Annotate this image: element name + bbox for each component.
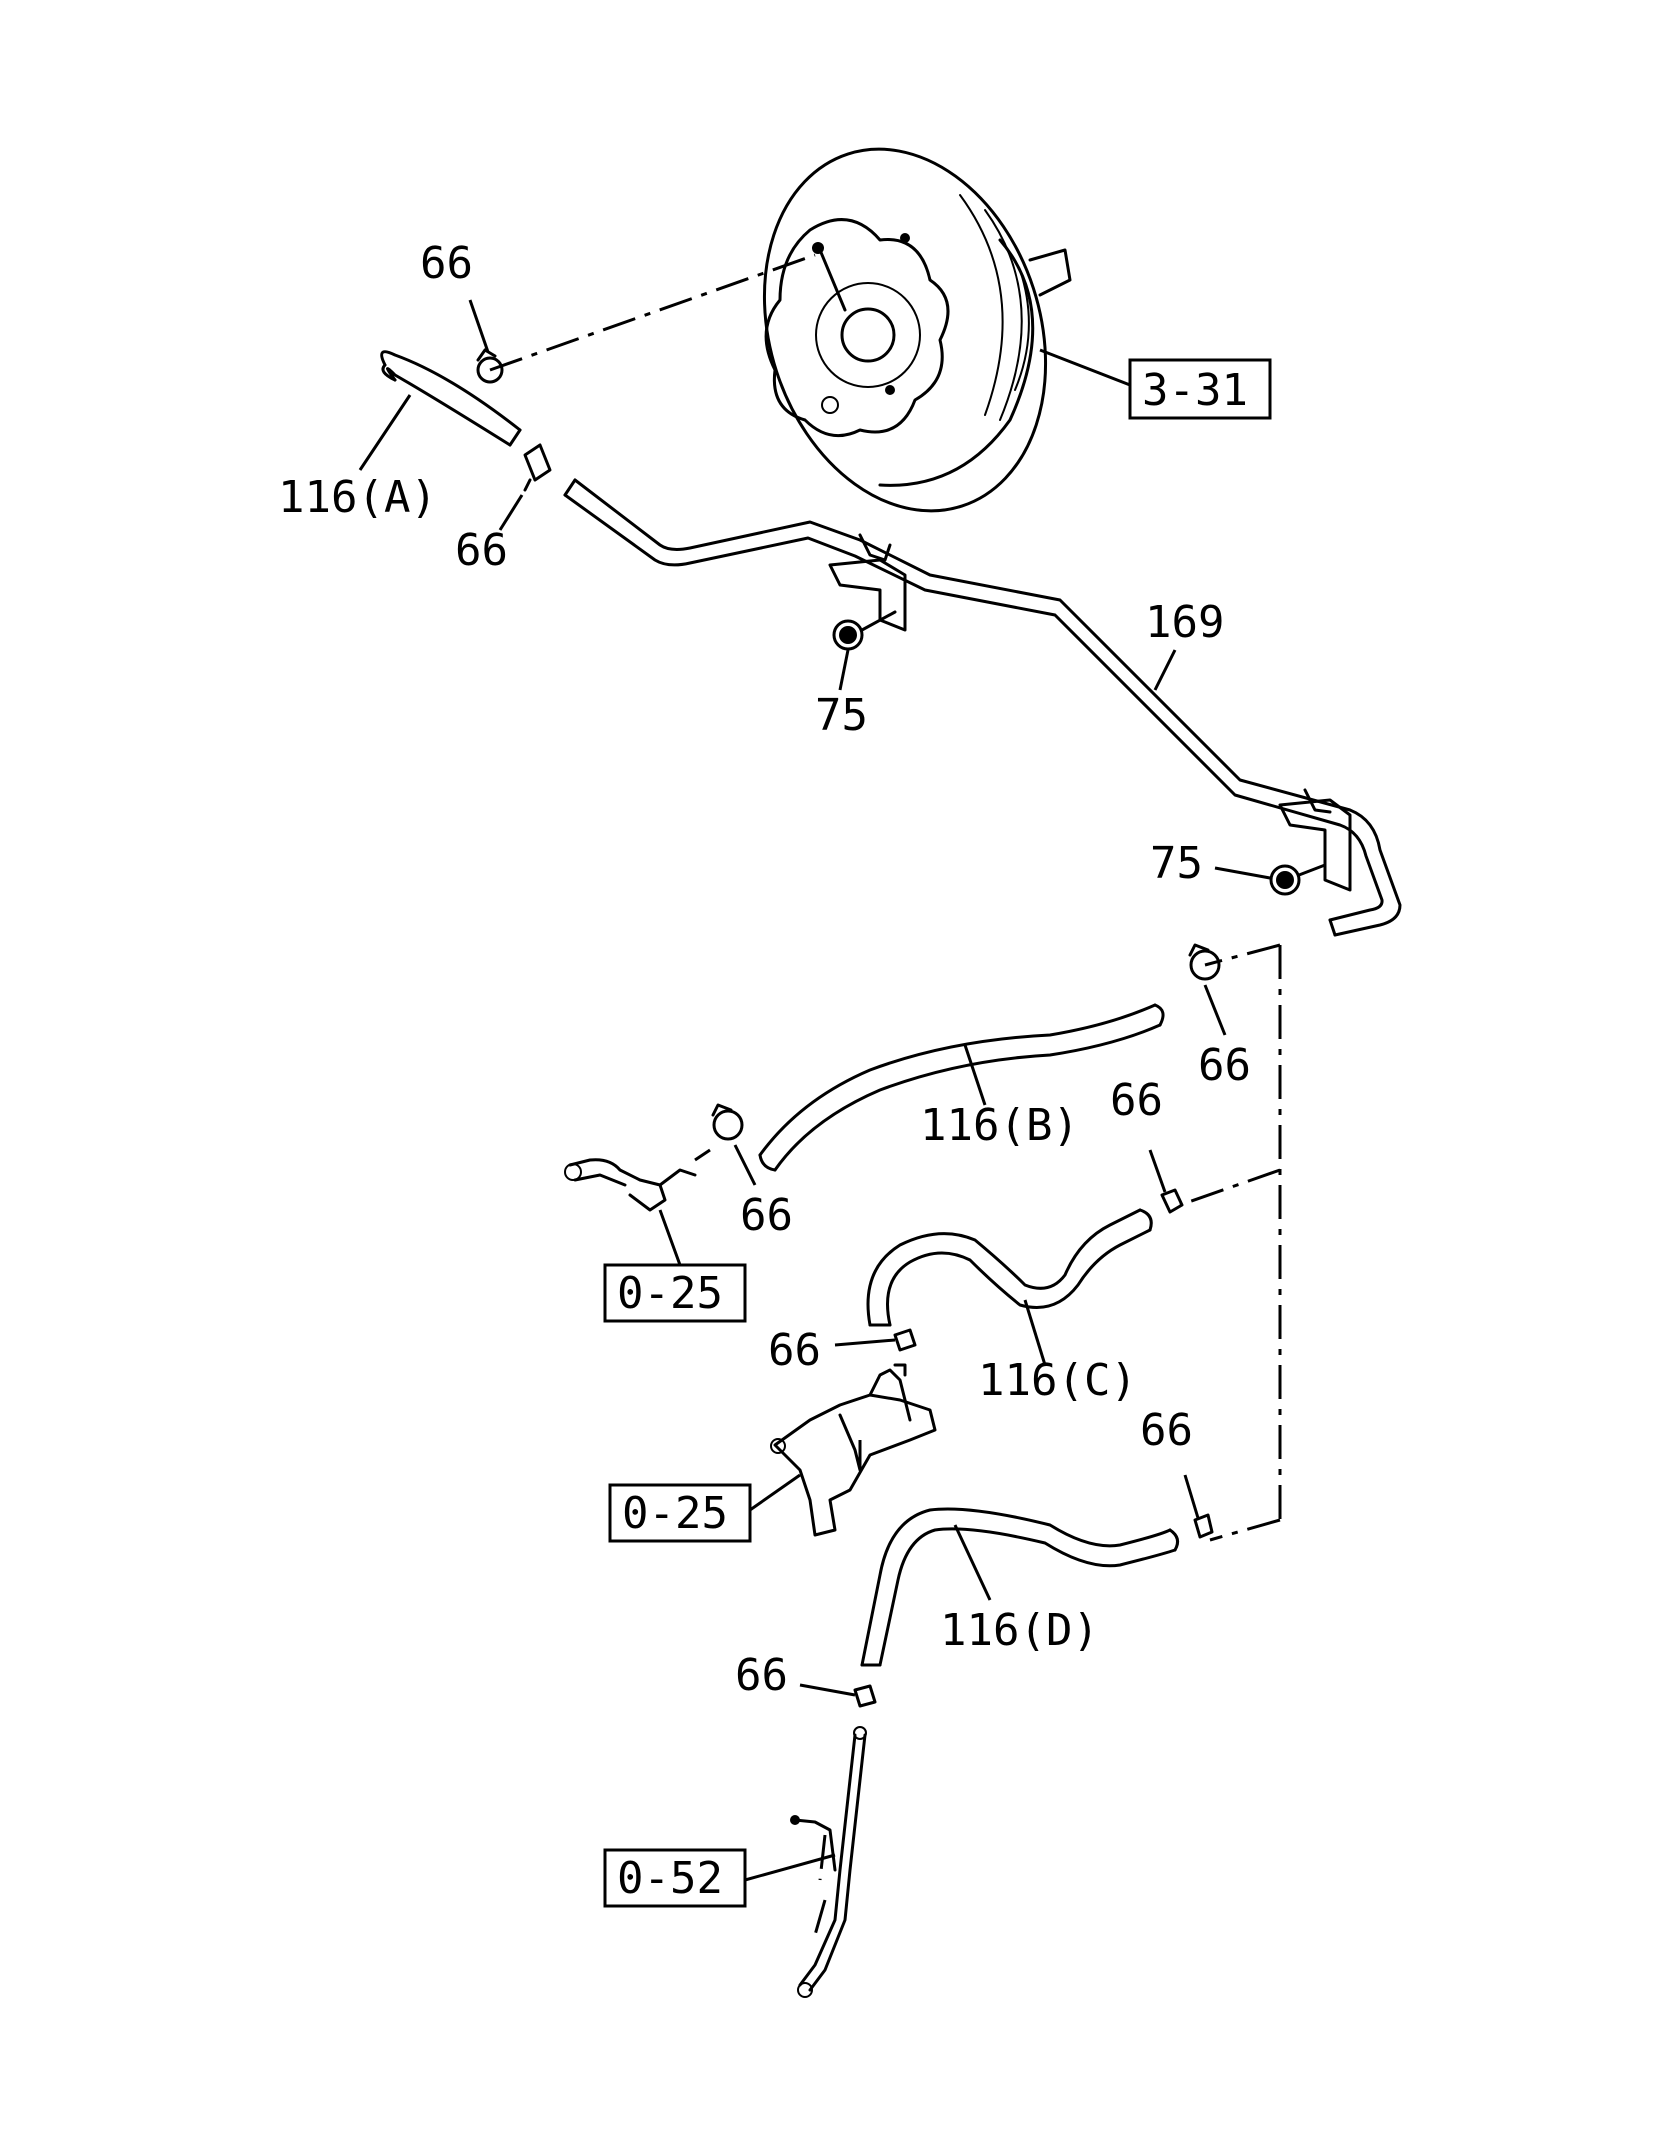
label-ref-0-25-top: 0-25 <box>617 1268 723 1319</box>
leader-169 <box>1153 649 1177 691</box>
label-66-d-left: 66 <box>735 1650 788 1701</box>
leader-116b <box>963 1044 987 1106</box>
ref-box-0-52 <box>603 1848 747 1908</box>
hose-116c <box>866 1208 1153 1327</box>
leader-3-31 <box>1039 348 1131 387</box>
label-66-d-right: 66 <box>1140 1405 1193 1456</box>
part-0-25-top <box>564 1148 711 1212</box>
leader-0-52 <box>744 1853 836 1882</box>
leader-66-top <box>468 299 490 353</box>
leader-66-b-left <box>733 1144 757 1186</box>
clip-66-d-left <box>853 1684 877 1708</box>
pipe-169 <box>563 478 1402 937</box>
label-116a: 116(A) <box>278 472 437 523</box>
label-75-mid: 75 <box>815 690 868 741</box>
dashed-line-to-66d <box>1209 1518 1281 1542</box>
leader-66-b-right <box>1203 984 1227 1036</box>
label-ref-0-52: 0-52 <box>617 1853 723 1904</box>
clip-66-top <box>476 348 504 384</box>
leader-66-d-right <box>1183 1474 1200 1519</box>
leader-116a <box>358 394 412 471</box>
nut-75-mid <box>832 610 897 651</box>
label-116b: 116(B) <box>920 1100 1079 1151</box>
label-66-top: 66 <box>420 238 473 289</box>
leader-66-d-left <box>799 1683 856 1697</box>
clip-66-d-right <box>1193 1513 1214 1539</box>
label-ref-0-25-bottom: 0-25 <box>622 1488 728 1539</box>
clip-66-a <box>523 443 552 492</box>
ref-box-0-25-top <box>603 1263 747 1323</box>
label-75-right: 75 <box>1150 838 1203 889</box>
label-ref-3-31: 3-31 <box>1142 365 1248 416</box>
clip-66-c-left <box>893 1328 917 1352</box>
leader-66-a <box>498 494 524 531</box>
hose-116d <box>860 1507 1180 1667</box>
label-66-b-left: 66 <box>740 1190 793 1241</box>
part-0-52 <box>790 1726 867 1998</box>
hose-116b <box>758 1003 1165 1172</box>
ref-box-3-31 <box>1128 358 1272 420</box>
leader-116c <box>1023 1299 1047 1366</box>
label-169: 169 <box>1145 597 1224 648</box>
label-116d: 116(D) <box>940 1605 1099 1656</box>
dashed-line-booster <box>489 253 816 372</box>
label-66-b-right: 66 <box>1198 1040 1251 1091</box>
part-0-25-bottom <box>770 1363 937 1537</box>
leader-75-right <box>1214 866 1271 880</box>
leader-66-c-left <box>834 1338 896 1347</box>
clip-66-c-right <box>1160 1188 1184 1214</box>
leader-116d <box>953 1524 992 1601</box>
ref-box-0-25-bottom <box>608 1483 752 1543</box>
hose-116a <box>380 350 522 447</box>
leader-66-c-right <box>1148 1149 1167 1193</box>
leader-0-25-top <box>658 1209 682 1266</box>
nut-75-right <box>1269 863 1327 896</box>
label-66-c-left: 66 <box>768 1325 821 1376</box>
label-66-a: 66 <box>455 525 508 576</box>
brake-booster <box>762 147 1072 513</box>
dashed-line-to-66c <box>1179 1168 1281 1207</box>
label-66-c-right: 66 <box>1110 1075 1163 1126</box>
label-116c: 116(C) <box>978 1355 1137 1406</box>
clip-66-b-left <box>711 1103 744 1141</box>
clip-66-b-right <box>1188 943 1221 981</box>
leader-75-mid <box>838 649 850 691</box>
leader-0-25-bottom <box>749 1473 801 1512</box>
